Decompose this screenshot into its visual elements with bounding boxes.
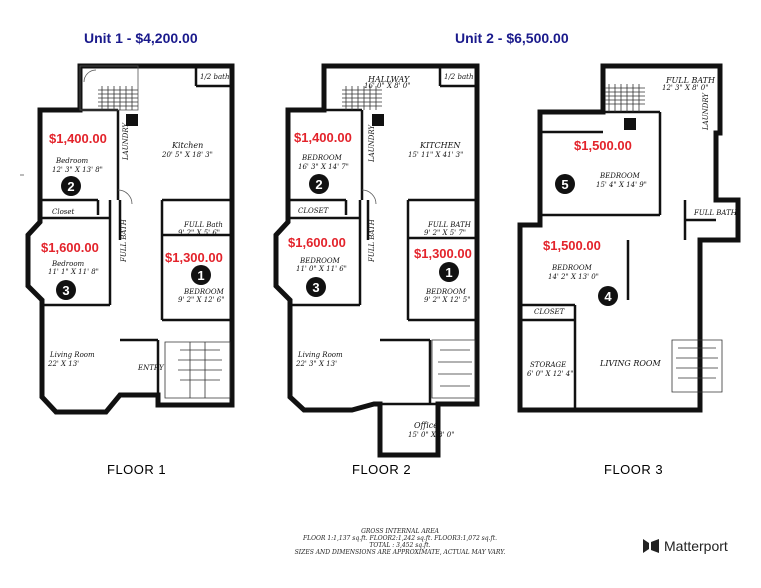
area-summary-total: TOTAL : 3,452 sq.ft. bbox=[369, 542, 431, 549]
svg-text:2: 2 bbox=[315, 177, 322, 192]
floor2-marker-2: 2 bbox=[309, 174, 329, 194]
floor2-price-bedroom1: $1,300.00 bbox=[414, 246, 472, 261]
floor2-bedroom1-dims: 9' 2" X 12' 5" bbox=[424, 296, 470, 304]
svg-text:1: 1 bbox=[445, 265, 452, 280]
floor3-full-bath-label: FULL BATH bbox=[693, 209, 738, 217]
floor2-full-bath-label: FULL BATH bbox=[427, 221, 472, 229]
floor2-marker-3: 3 bbox=[306, 277, 326, 297]
floor1-kitchen-dims: 20' 5" X 18' 3" bbox=[161, 151, 213, 159]
floor3-full-bath-top-dims: 12' 3" X 8' 0" bbox=[662, 84, 708, 92]
floor1-bedroom1-dims: 9' 2" X 12' 6" bbox=[178, 296, 224, 304]
floor2-laundry-label: LAUNDRY bbox=[368, 124, 376, 163]
floor1-bedroom2-label: Bedroom bbox=[55, 157, 89, 165]
unit-1-title: Unit 1 - $4,200.00 bbox=[84, 30, 198, 46]
floor2-kitchen-label: KITCHEN bbox=[419, 141, 461, 150]
floor2-half-bath-label: 1/2 bath bbox=[444, 73, 473, 81]
floor2-closet-label: CLOSET bbox=[298, 207, 330, 215]
svg-text:3: 3 bbox=[312, 280, 319, 295]
matterport-logo-icon bbox=[642, 537, 660, 555]
floor-2-label: FLOOR 2 bbox=[352, 462, 412, 477]
floor3-closet-label: CLOSET bbox=[534, 308, 566, 316]
floor2-hallway-label: HALLWAY bbox=[367, 75, 410, 84]
unit-2-title: Unit 2 - $6,500.00 bbox=[455, 30, 569, 46]
svg-text:3: 3 bbox=[62, 283, 69, 298]
floor1-price-bedroom1: $1,300.00 bbox=[165, 250, 223, 265]
area-summary-floors: FLOOR 1:1,137 sq.ft. FLOOR2:1,242 sq.ft.… bbox=[302, 535, 498, 542]
floor3-bedroom5-dims: 15' 4" X 14' 9" bbox=[596, 181, 647, 189]
floor1-kitchen-label: Kitchen bbox=[171, 141, 203, 150]
floor1-entry-label: ENTRY bbox=[137, 364, 165, 372]
floor3-living-room-label: LIVING ROOM bbox=[599, 359, 661, 368]
floor1-closet-label: Closet bbox=[52, 208, 75, 216]
area-summary-title: GROSS INTERNAL AREA bbox=[361, 528, 439, 535]
svg-text:1: 1 bbox=[197, 268, 204, 283]
floor3-price-bedroom4: $1,500.00 bbox=[543, 238, 601, 253]
floor3-bedroom4-label: BEDROOM bbox=[551, 264, 593, 272]
floor1-marker-1: 1 bbox=[191, 265, 211, 285]
floor2-marker-1: 1 bbox=[439, 262, 459, 282]
floor3-bedroom5-label: BEDROOM bbox=[599, 172, 641, 180]
floor1-full-bath-label: FULL Bath bbox=[183, 221, 223, 229]
floor1-full-bath-dims: 9' 2" X 5' 6" bbox=[178, 229, 220, 237]
floor2-bedroom3-dims: 11' 0" X 11' 6" bbox=[296, 265, 347, 273]
floor-1-label: FLOOR 1 bbox=[107, 462, 167, 477]
svg-text:5: 5 bbox=[561, 177, 568, 192]
floor2-living-room-dims: 22' 3" X 13' bbox=[295, 360, 337, 368]
floor3-laundry-label: LAUNDRY bbox=[702, 92, 710, 131]
floor1-bedroom2-dims: 12' 3" X 13' 8" bbox=[52, 166, 103, 174]
floor3-storage-label: STORAGE bbox=[530, 361, 566, 369]
floor1-full-bath-vertical-label: FULL BATH bbox=[120, 218, 128, 263]
floor2-hallway-dims: 16' 0" X 8' 0" bbox=[364, 82, 410, 90]
svg-text:2: 2 bbox=[67, 179, 74, 194]
svg-text:4: 4 bbox=[604, 289, 612, 304]
floor3-full-bath-top-label: FULL BATH bbox=[665, 76, 716, 85]
floor2-bedroom1-label: BEDROOM bbox=[425, 288, 467, 296]
floor2-full-bath-dims: 9' 2" X 5' 7" bbox=[424, 229, 466, 237]
floor2-price-bedroom2: $1,400.00 bbox=[294, 130, 352, 145]
floor2-bedroom2-label: BEDROOM bbox=[301, 154, 343, 162]
floor2-office-label: Office bbox=[414, 421, 438, 430]
floor3-storage-dims: 6' 0" X 12' 4" bbox=[527, 370, 573, 378]
floor1-half-bath-label: 1/2 bath bbox=[200, 73, 229, 81]
floor2-full-bath-vertical-label: FULL BATH bbox=[368, 218, 376, 263]
floor-1-plan bbox=[20, 63, 235, 415]
area-summary-disclaimer: SIZES AND DIMENSIONS ARE APPROXIMATE, AC… bbox=[294, 549, 506, 556]
floor-2-plan bbox=[273, 63, 480, 458]
floor1-bedroom3-label: Bedroom bbox=[51, 260, 85, 268]
floor1-marker-2: 2 bbox=[61, 176, 81, 196]
floor1-living-room-dims: 22' X 13' bbox=[47, 360, 79, 368]
floor3-price-bedroom5: $1,500.00 bbox=[574, 138, 632, 153]
floor3-bedroom4-dims: 14' 2" X 13' 0" bbox=[548, 273, 599, 281]
area-summary: GROSS INTERNAL AREA FLOOR 1:1,137 sq.ft.… bbox=[250, 528, 550, 556]
floor3-marker-4: 4 bbox=[598, 286, 618, 306]
floor1-bedroom1-label: BEDROOM bbox=[183, 288, 225, 296]
matterport-brand: Matterport bbox=[642, 537, 728, 555]
floor1-laundry-label: LAUNDRY bbox=[122, 122, 130, 161]
floor3-marker-5: 5 bbox=[555, 174, 575, 194]
floor-3-label: FLOOR 3 bbox=[604, 462, 664, 477]
floor2-office-dims: 15' 0" X 8' 0" bbox=[408, 431, 454, 439]
floor2-bedroom3-label: BEDROOM bbox=[299, 257, 341, 265]
floor2-price-bedroom3: $1,600.00 bbox=[288, 235, 346, 250]
floor1-marker-3: 3 bbox=[56, 280, 76, 300]
floor1-price-bedroom3: $1,600.00 bbox=[41, 240, 99, 255]
floor2-living-room-label: Living Room bbox=[297, 351, 343, 359]
floor1-bedroom3-dims: 11' 1" X 11' 8" bbox=[48, 268, 99, 276]
floor-3-plan bbox=[517, 63, 741, 413]
floor1-price-bedroom2: $1,400.00 bbox=[49, 131, 107, 146]
floor2-kitchen-dims: 15' 11" X 41' 3" bbox=[408, 151, 463, 159]
matterport-wordmark: Matterport bbox=[664, 538, 728, 554]
floor1-living-room-label: Living Room bbox=[49, 351, 95, 359]
floor2-bedroom2-dims: 16' 3" X 14' 7" bbox=[298, 163, 349, 171]
